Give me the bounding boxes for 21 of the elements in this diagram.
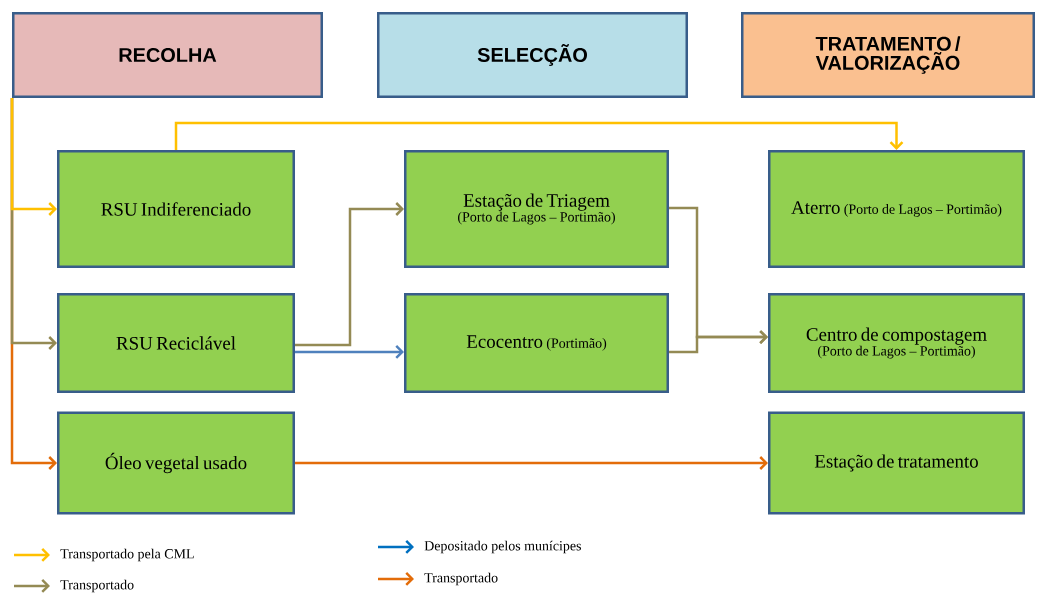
legend-text: Transportado [60,579,134,593]
arrow [174,121,904,150]
process-box: Aterro (Porto de Lagos – Portimão) [768,150,1025,268]
arrow [10,98,57,216]
process-box: Óleo vegetal usado [57,411,295,515]
header-box: TRATAMENTO / VALORIZAÇÃO [741,12,1035,98]
process-box: Estação de Triagem (Porto de Lagos – Portimão) [404,150,669,268]
header-box: RECOLHA [12,12,323,98]
process-box: Centro de compostagem (Porto de Lagos – Portimão) [768,293,1025,393]
arrow [295,202,404,347]
process-box: RSU Indiferenciado [57,150,295,268]
arrow [295,456,768,470]
legend-text: Depositado pelos munícipes [424,540,581,554]
legend-text: Transportado pela CML [60,548,194,562]
process-box: Ecocentro (Portimão) [404,293,669,393]
arrow [295,345,404,359]
header-box: SELECÇÃO [377,12,688,98]
process-box: RSU Reciclável [57,293,295,393]
process-box: Estação de tratamento [768,411,1025,515]
legend-text: Transportado [424,572,498,586]
arrow [669,330,768,354]
